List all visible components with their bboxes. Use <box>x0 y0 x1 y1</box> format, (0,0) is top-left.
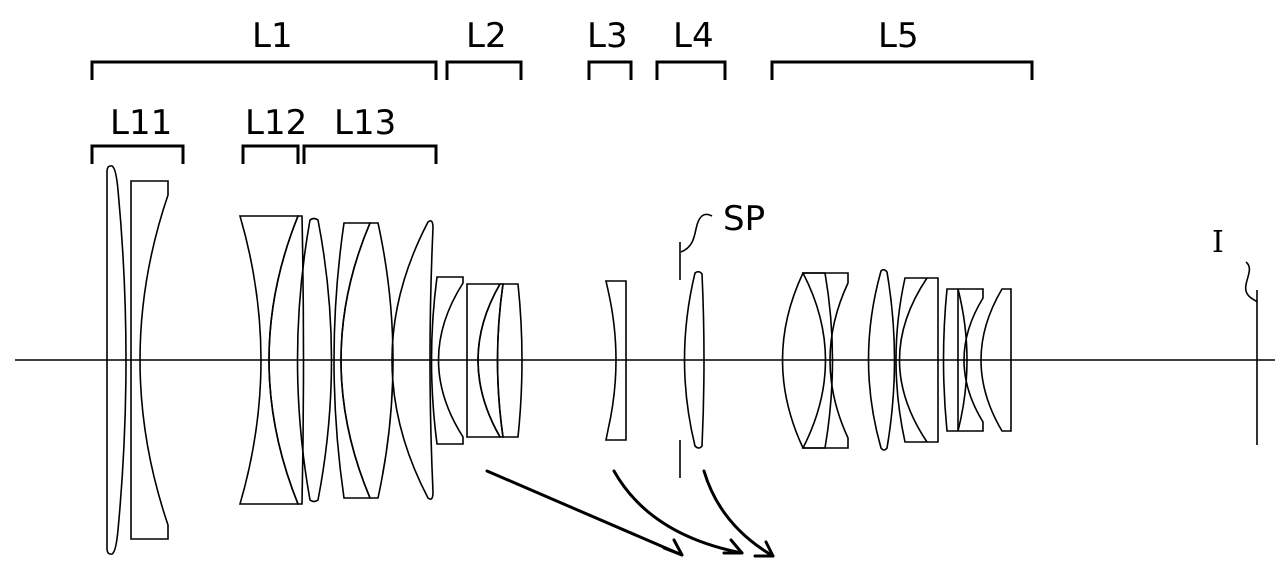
lens-element <box>296 217 333 503</box>
label-L11: L11 <box>110 103 172 143</box>
lens-element <box>895 277 939 443</box>
arrow-L3-movement <box>612 469 744 555</box>
lens-element <box>942 288 984 432</box>
arrow-L2-movement <box>485 469 684 557</box>
bracket-L13 <box>302 144 438 164</box>
label-I: I <box>1212 225 1224 260</box>
lens-group-L3 <box>605 280 627 441</box>
image-plane-leader <box>1244 261 1258 303</box>
lens-element <box>430 276 464 445</box>
label-SP: SP <box>723 199 765 239</box>
label-L1: L1 <box>252 16 293 56</box>
lens-element <box>130 180 169 540</box>
arrow-head-icon <box>662 538 684 557</box>
label-L13: L13 <box>334 103 396 143</box>
arrow-head-icon <box>722 538 744 555</box>
lens-element <box>340 222 394 499</box>
image-plane: I <box>1212 225 1258 445</box>
label-L3: L3 <box>587 16 628 56</box>
lens-group-L2 <box>430 276 523 445</box>
lens-cemented-surface <box>957 288 968 432</box>
lens-element <box>496 283 523 438</box>
subgroup-brackets: L11 L12 L13 <box>90 103 438 164</box>
label-L4: L4 <box>673 16 714 56</box>
arrow-head-icon <box>753 540 775 558</box>
movement-arrows <box>485 469 775 558</box>
lens-element <box>106 165 127 555</box>
lens-group-L11 <box>106 165 169 555</box>
lens-group-L13 <box>296 217 434 503</box>
lens-element <box>867 268 896 451</box>
stop-leader <box>680 213 713 253</box>
label-L2: L2 <box>466 16 507 56</box>
lens-group-L4 <box>683 270 705 449</box>
lens-cemented-surface <box>898 277 928 443</box>
lens-element <box>801 272 849 449</box>
label-L5: L5 <box>878 16 919 56</box>
bracket-L2 <box>445 60 523 80</box>
bracket-L1 <box>90 60 438 80</box>
bracket-L4 <box>655 60 727 80</box>
lens-element <box>268 215 305 505</box>
aperture-stop: SP <box>679 199 765 478</box>
label-L12: L12 <box>245 103 307 143</box>
bracket-L11 <box>90 144 185 164</box>
lens-element <box>980 288 1012 432</box>
lens-group-L12 <box>238 215 305 505</box>
lens-group-L5 <box>781 268 1012 451</box>
bracket-L3 <box>587 60 633 80</box>
arrow-L4-movement <box>702 469 775 558</box>
bracket-L12 <box>241 144 300 164</box>
group-brackets: L1 L2 L3 L4 L5 <box>90 16 1034 80</box>
bracket-L5 <box>770 60 1034 80</box>
lens-element <box>391 220 434 500</box>
